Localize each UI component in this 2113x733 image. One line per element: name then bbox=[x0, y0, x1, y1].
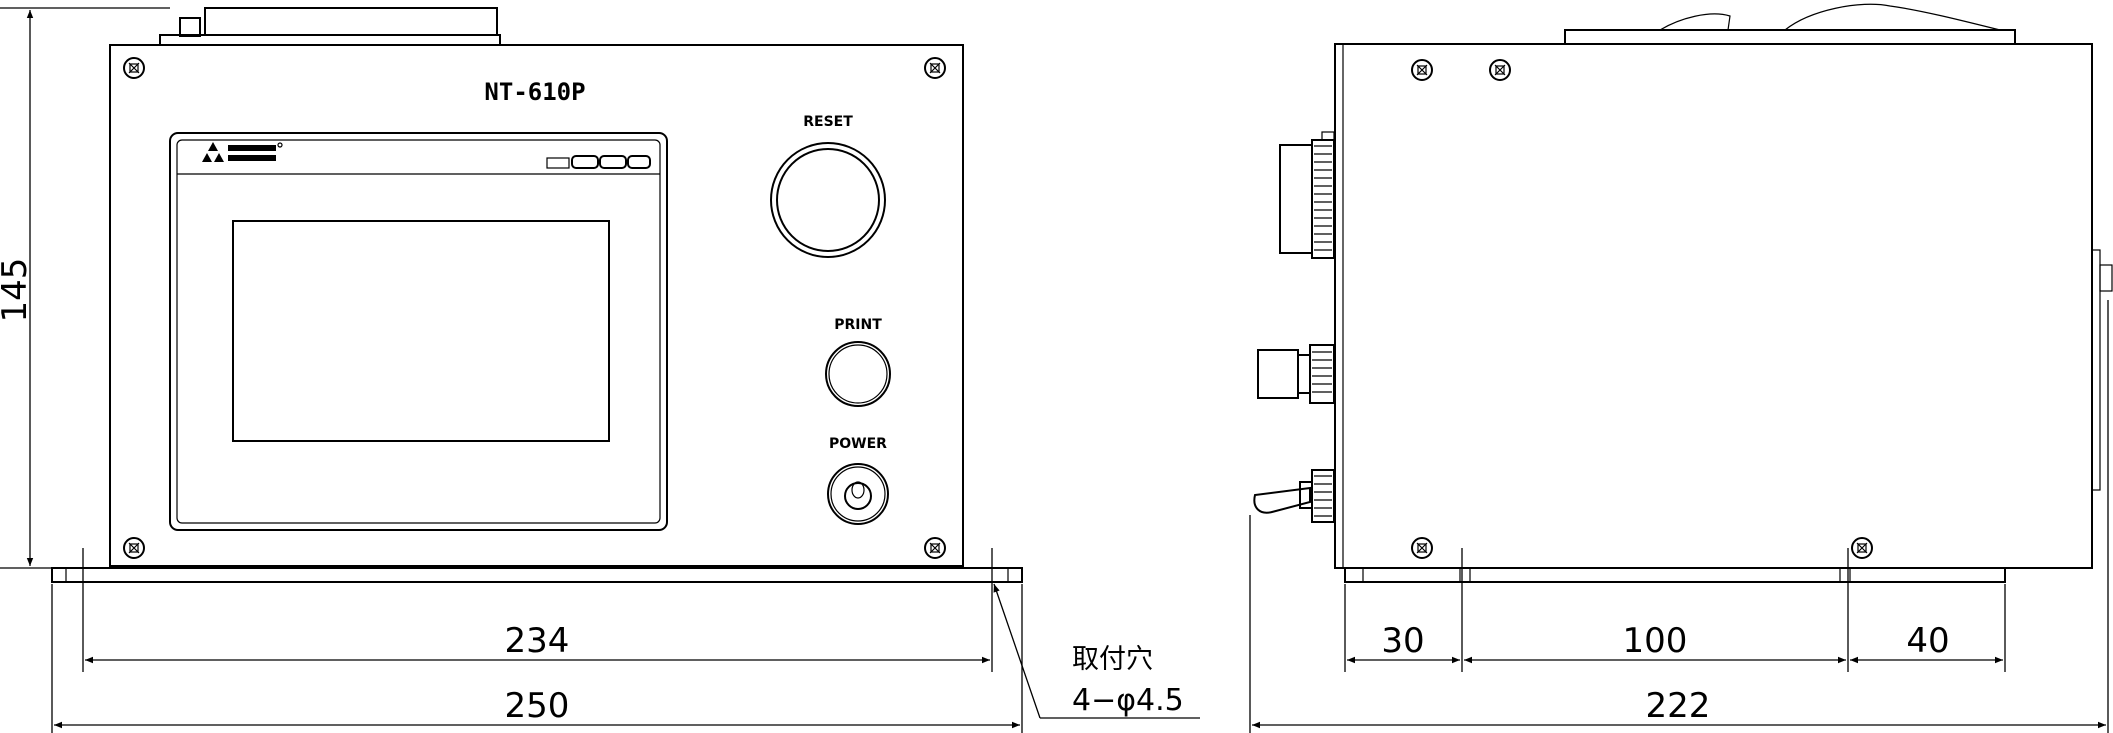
front-dimensions: 145 234 250 bbox=[0, 7, 1023, 733]
mounting-note-line1: 取付穴 bbox=[1072, 644, 1153, 675]
top-connector bbox=[159, 34, 501, 46]
dim-height: 145 bbox=[0, 258, 35, 323]
screw-icon bbox=[1411, 59, 1433, 81]
base-plate bbox=[51, 567, 1023, 583]
print-button-side bbox=[1257, 344, 1335, 404]
dim-hole-pitch: 234 bbox=[505, 621, 570, 661]
model-label: NT-610P bbox=[484, 78, 585, 106]
side-view bbox=[1253, 3, 2113, 583]
reset-knob-side bbox=[1279, 131, 1335, 259]
side-dimensions: 30 100 40 222 bbox=[1249, 300, 2109, 733]
dim-side-seg-2: 100 bbox=[1623, 621, 1688, 661]
screw-icon bbox=[123, 537, 145, 559]
front-panel bbox=[109, 44, 964, 567]
mounting-note: 取付穴 4−φ4.5 bbox=[993, 583, 1200, 719]
screw-icon bbox=[1411, 537, 1433, 559]
mounting-note-line2: 4−φ4.5 bbox=[1072, 683, 1184, 718]
screw-icon bbox=[924, 537, 946, 559]
reset-label: RESET bbox=[803, 114, 853, 130]
screw-icon bbox=[1851, 537, 1873, 559]
print-button[interactable] bbox=[825, 341, 891, 407]
side-body bbox=[1334, 43, 2093, 569]
power-toggle-switch[interactable] bbox=[827, 463, 889, 525]
reset-button[interactable] bbox=[770, 142, 886, 258]
got-series-mark-icon bbox=[546, 155, 651, 169]
hmi-screen bbox=[232, 220, 610, 442]
print-label: PRINT bbox=[834, 317, 882, 333]
hmi-bezel bbox=[169, 132, 668, 531]
dim-side-seg-1: 30 bbox=[1381, 621, 1424, 661]
dim-side-seg-3: 40 bbox=[1906, 621, 1949, 661]
front-view: NT-610P RESET PRINT bbox=[51, 7, 1023, 583]
dim-side-depth: 222 bbox=[1646, 686, 1711, 726]
screw-icon bbox=[1489, 59, 1511, 81]
power-toggle-side bbox=[1253, 469, 1335, 523]
manufacturer-logo-icon bbox=[202, 142, 283, 162]
power-label: POWER bbox=[829, 436, 887, 452]
screw-icon bbox=[924, 57, 946, 79]
dim-overall-width: 250 bbox=[505, 686, 570, 726]
screw-icon bbox=[123, 57, 145, 79]
